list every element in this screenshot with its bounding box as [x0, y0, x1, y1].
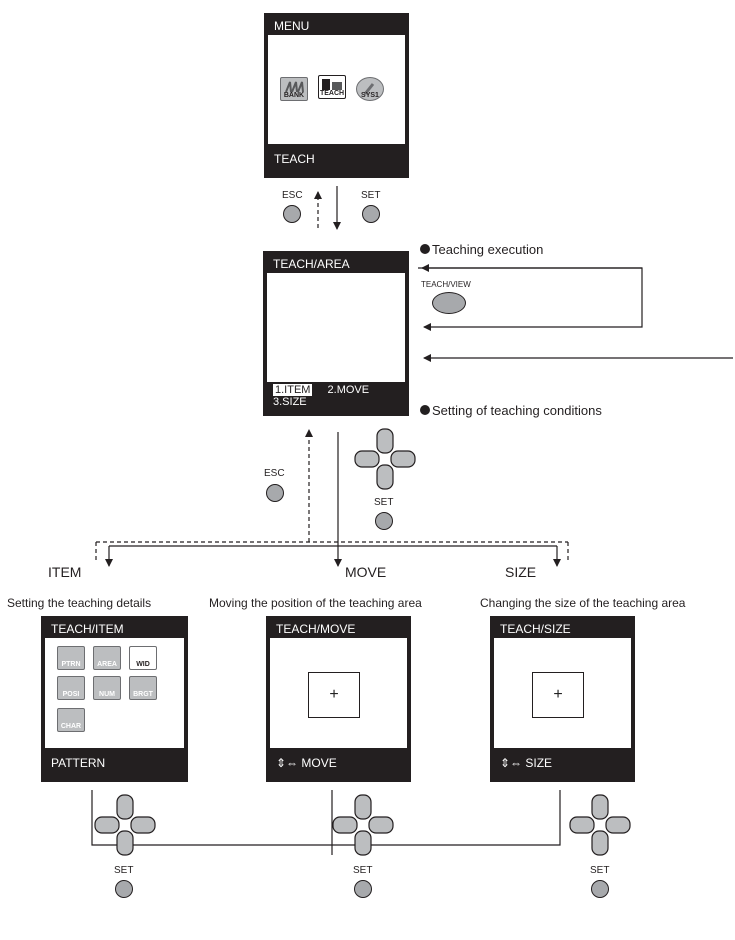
esc-button-top[interactable] [283, 205, 301, 223]
teach-size-title: TEACH/SIZE [494, 620, 631, 638]
width-icon: WID [129, 646, 157, 670]
pattern-icon: PTRN [57, 646, 85, 670]
size-arrows-icon: ⇕⇔ [500, 756, 526, 770]
menu-screen-title: MENU [268, 17, 405, 35]
teach-move-title: TEACH/MOVE [270, 620, 407, 638]
teach-size-footer: ⇕⇔ SIZE [494, 748, 631, 778]
bullet-icon [420, 244, 430, 254]
number-icon: NUM [93, 676, 121, 700]
set-button-move[interactable] [354, 880, 372, 898]
menu-screen-footer: TEACH [268, 144, 405, 174]
teach-item-footer: PATTERN [45, 748, 184, 778]
option-item[interactable]: 1.ITEM [273, 384, 313, 396]
set-label-move: SET [353, 865, 373, 876]
teaching-area-box: + [532, 672, 584, 718]
teach-view-button[interactable] [432, 292, 466, 314]
teach-move-footer: ⇕⇔ MOVE [270, 748, 407, 778]
area-icon: AREA [93, 646, 121, 670]
move-arrows-icon: ⇕⇔ [276, 756, 302, 770]
brightness-icon: BRGT [129, 676, 157, 700]
system-icon: SYS1 [356, 77, 384, 101]
menu-screen: MENU BANK TEACH SYS1 TEACH [264, 13, 409, 178]
setting-conditions-note: Setting of teaching conditions [432, 403, 602, 418]
teach-view-label: TEACH/VIEW [421, 280, 471, 289]
teach-area-title: TEACH/AREA [267, 255, 405, 273]
teaching-execution-note: Teaching execution [432, 242, 544, 257]
set-label-mid: SET [374, 497, 394, 508]
set-button-top[interactable] [362, 205, 380, 223]
teach-area-options: 1.ITEM 2.MOVE 3.SIZE [267, 382, 405, 412]
move-heading: MOVE [345, 564, 387, 580]
size-heading: SIZE [505, 564, 537, 580]
move-caption: Moving the position of the teaching area [209, 596, 422, 610]
teach-item-title: TEACH/ITEM [45, 620, 184, 638]
teach-size-screen: TEACH/SIZE + ⇕⇔ SIZE [490, 616, 635, 782]
set-button-mid[interactable] [375, 512, 393, 530]
character-icon: CHAR [57, 708, 85, 732]
item-caption: Setting the teaching details [7, 596, 152, 610]
set-label-size: SET [590, 865, 610, 876]
option-size[interactable]: 3.SIZE [273, 396, 307, 408]
item-heading: ITEM [48, 564, 82, 580]
set-label-item: SET [114, 865, 134, 876]
bullet-icon [420, 405, 430, 415]
teach-icon: TEACH [318, 75, 346, 99]
position-icon: POSI [57, 676, 85, 700]
teaching-area-box: + [308, 672, 360, 718]
esc-label-top: ESC [282, 190, 303, 201]
esc-label-mid: ESC [264, 468, 285, 479]
option-move[interactable]: 2.MOVE [327, 384, 370, 396]
set-label-top: SET [361, 190, 381, 201]
teach-move-screen: TEACH/MOVE + ⇕⇔ MOVE [266, 616, 411, 782]
esc-button-mid[interactable] [266, 484, 284, 502]
set-button-size[interactable] [591, 880, 609, 898]
teach-item-screen: TEACH/ITEM PTRN AREA WID POSI NUM BRGT C… [41, 616, 188, 782]
set-button-item[interactable] [115, 880, 133, 898]
bank-icon: BANK [280, 77, 308, 101]
size-caption: Changing the size of the teaching area [480, 596, 686, 610]
teach-area-screen: TEACH/AREA 1.ITEM 2.MOVE 3.SIZE [263, 251, 409, 416]
